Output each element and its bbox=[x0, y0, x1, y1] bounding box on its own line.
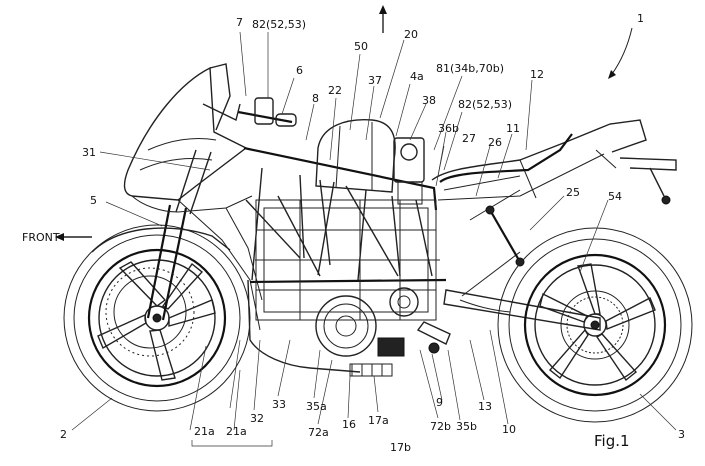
label-16: 16 bbox=[342, 418, 356, 431]
label-21a-1: 21a bbox=[194, 425, 215, 438]
label-2: 2 bbox=[60, 428, 67, 441]
label-8: 8 bbox=[312, 92, 319, 105]
label-22: 22 bbox=[328, 84, 342, 97]
label-6: 6 bbox=[296, 64, 303, 77]
label-72b: 72b bbox=[430, 420, 451, 433]
label-37: 37 bbox=[368, 74, 382, 87]
label-33: 33 bbox=[272, 398, 286, 411]
seat bbox=[439, 133, 573, 183]
label-31: 31 bbox=[82, 146, 96, 159]
tail-light bbox=[619, 157, 677, 205]
label-72a: 72a bbox=[308, 426, 329, 439]
rear-subframe bbox=[431, 119, 647, 221]
label-17b: 17b bbox=[390, 441, 411, 454]
figure-label: Fig.1 bbox=[594, 432, 630, 450]
front-fender bbox=[91, 227, 231, 253]
label-21a-2: 21a bbox=[226, 425, 247, 438]
label-82-top: 82(52,53) bbox=[252, 18, 306, 31]
label-7: 7 bbox=[236, 16, 243, 29]
label-27: 27 bbox=[462, 132, 476, 145]
electric-motor bbox=[315, 287, 419, 377]
label-3: 3 bbox=[678, 428, 685, 441]
label-26: 26 bbox=[488, 136, 502, 149]
rear-wheel bbox=[497, 227, 693, 423]
controller-unit bbox=[393, 137, 425, 205]
label-38: 38 bbox=[422, 94, 436, 107]
label-9: 9 bbox=[436, 396, 443, 409]
label-81: 81(34b,70b) bbox=[436, 62, 504, 75]
label-54: 54 bbox=[608, 190, 622, 203]
label-25: 25 bbox=[566, 186, 580, 199]
label-36b: 36b bbox=[438, 122, 459, 135]
handlebar bbox=[202, 97, 297, 127]
up-arrow-icon bbox=[379, 5, 387, 33]
footpeg-assembly bbox=[416, 321, 451, 354]
label-82-right: 82(52,53) bbox=[458, 98, 512, 111]
label-50: 50 bbox=[354, 40, 368, 53]
rear-shock bbox=[485, 205, 525, 267]
lower-fairing bbox=[247, 279, 361, 373]
trellis-frame bbox=[243, 146, 447, 284]
label-20: 20 bbox=[404, 28, 418, 41]
front-arrow-icon bbox=[55, 233, 92, 241]
label-12: 12 bbox=[530, 68, 544, 81]
label-1-arrow-icon bbox=[608, 27, 633, 79]
front-label: FRONT bbox=[22, 231, 60, 244]
label-4a: 4a bbox=[410, 70, 424, 83]
front-wheel bbox=[63, 224, 251, 412]
leader-lines bbox=[71, 31, 677, 431]
label-11: 11 bbox=[506, 122, 520, 135]
label-1: 1 bbox=[637, 12, 644, 25]
battery-case bbox=[255, 199, 437, 321]
front-fairing bbox=[123, 66, 263, 331]
part-labels: 1 2 3 4a 5 6 7 8 9 10 11 12 13 16 17a 17… bbox=[22, 12, 685, 454]
label-bracket bbox=[191, 440, 273, 447]
label-35a: 35a bbox=[306, 400, 327, 413]
label-17a: 17a bbox=[368, 414, 389, 427]
label-13: 13 bbox=[478, 400, 492, 413]
label-32: 32 bbox=[250, 412, 264, 425]
label-35b: 35b bbox=[456, 420, 477, 433]
label-5: 5 bbox=[90, 194, 97, 207]
tank-cover bbox=[315, 119, 396, 193]
label-10: 10 bbox=[502, 423, 516, 436]
